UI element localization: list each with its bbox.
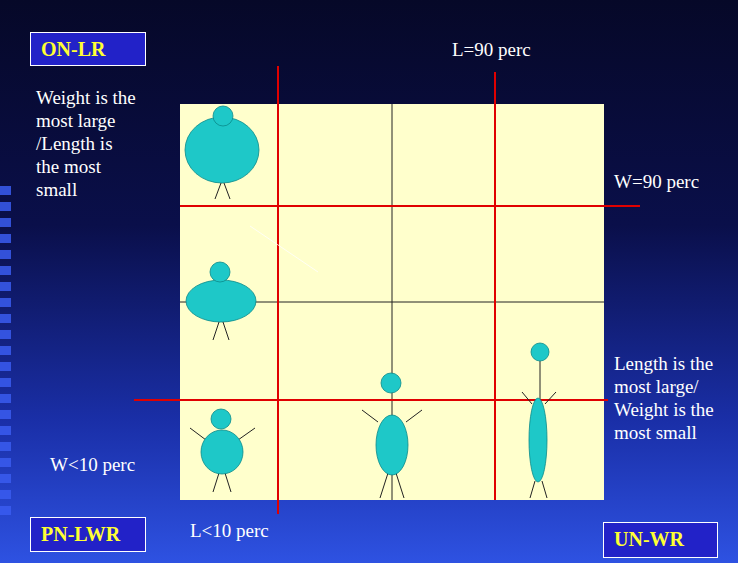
figure-legs <box>215 183 230 199</box>
group-code: UN-WR <box>614 527 707 551</box>
axis-note: L<10 perc <box>190 519 310 542</box>
figure-limbs <box>190 428 255 492</box>
child-figure <box>529 343 549 482</box>
percentile-line <box>180 205 640 207</box>
axis-note: Length is the most large/ Weight is the … <box>614 352 714 444</box>
group-code: ON-LR <box>41 37 135 61</box>
figure-legs <box>213 322 229 340</box>
group-code-box: PN-LWR <box>30 517 146 552</box>
axis-note: Weight is the most large /Length is the … <box>36 86 136 201</box>
group-code-box: UN-WR <box>603 522 718 558</box>
child-figure <box>376 373 408 475</box>
group-code: PN-LWR <box>41 522 135 546</box>
side-strip <box>0 186 11 515</box>
axis-note: W=90 perc <box>614 170 732 193</box>
child-figure <box>185 106 259 183</box>
faint-line <box>250 226 318 272</box>
percentile-line <box>494 72 496 500</box>
axis-note: W<10 perc <box>50 453 170 476</box>
percentile-line <box>277 66 279 514</box>
child-figure <box>201 409 243 474</box>
child-figure <box>186 262 256 322</box>
axis-note: L=90 perc <box>452 38 572 61</box>
chart-area <box>180 104 604 500</box>
figure-limbs <box>362 410 422 498</box>
figure-limbs <box>522 361 556 498</box>
group-code-box: ON-LR <box>30 32 146 66</box>
